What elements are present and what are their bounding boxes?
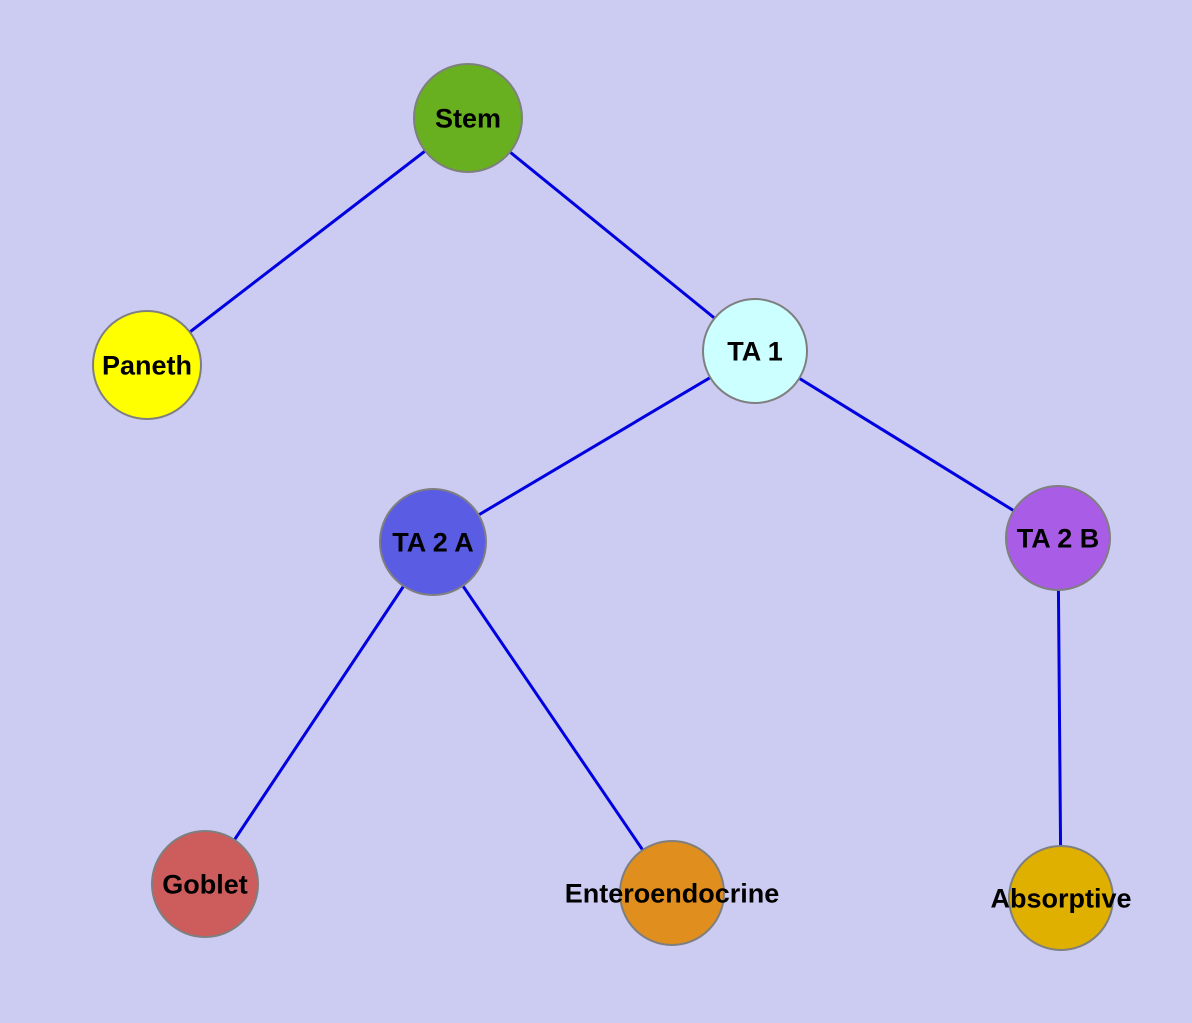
absorptive-circle[interactable]	[1008, 845, 1114, 951]
paneth-circle[interactable]	[92, 310, 202, 420]
ta1-circle[interactable]	[702, 298, 808, 404]
node-paneth[interactable]: Paneth	[92, 310, 202, 420]
goblet-circle[interactable]	[151, 830, 259, 938]
node-ta2a[interactable]: TA 2 A	[379, 488, 487, 596]
edge-ta1-ta2a	[432, 349, 756, 544]
edge-stem-ta1	[467, 116, 756, 353]
ta2b-circle[interactable]	[1005, 485, 1111, 591]
node-goblet[interactable]: Goblet	[151, 830, 259, 938]
edge-ta1-ta2b	[754, 349, 1059, 540]
edge-stem-paneth	[146, 116, 469, 367]
node-ta2b[interactable]: TA 2 B	[1005, 485, 1111, 591]
edge-ta2a-enteroendocrine	[431, 541, 674, 894]
edge-ta2a-goblet	[203, 541, 435, 885]
enteroendocrine-circle[interactable]	[619, 840, 725, 946]
stem-circle[interactable]	[413, 63, 523, 173]
node-enteroendocrine[interactable]: Enteroendocrine	[565, 840, 780, 946]
ta2a-circle[interactable]	[379, 488, 487, 596]
node-stem[interactable]: Stem	[413, 63, 523, 173]
node-absorptive[interactable]: Absorptive	[990, 845, 1132, 951]
edge-ta2b-absorptive	[1056, 537, 1063, 899]
node-ta1[interactable]: TA 1	[702, 298, 808, 404]
